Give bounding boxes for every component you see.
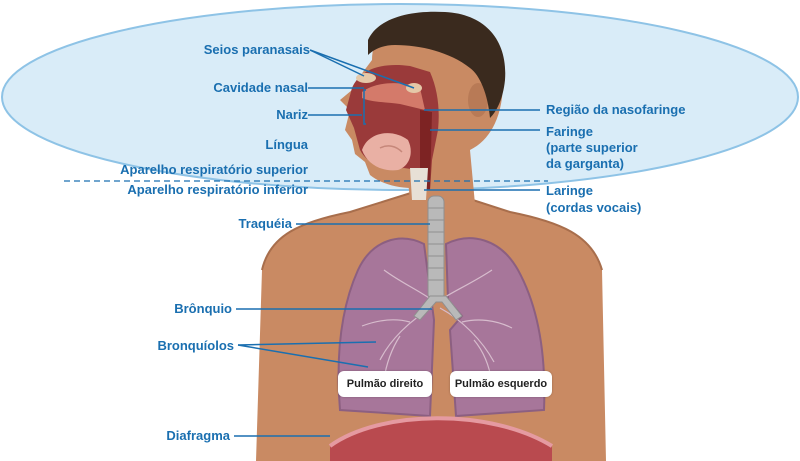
- label-faringe-detail-1: (parte superior: [546, 140, 638, 155]
- diaphragm: [330, 418, 552, 461]
- label-diafragma: Diafragma: [166, 428, 230, 443]
- label-bronquiolos: Bronquíolos: [157, 338, 234, 353]
- main-bronchi: [413, 295, 463, 321]
- label-cavidade-nasal: Cavidade nasal: [213, 80, 308, 95]
- tag-pulmao-direito: Pulmão direito: [338, 371, 432, 397]
- tag-pulmao-esquerdo: Pulmão esquerdo: [450, 371, 552, 397]
- label-bronquio: Brônquio: [174, 301, 232, 316]
- label-upper-tract: Aparelho respiratório superior: [120, 162, 308, 177]
- label-seios-paranasais: Seios paranasais: [203, 42, 310, 57]
- hair: [368, 11, 506, 118]
- label-faringe: Faringe: [546, 124, 593, 139]
- tongue: [362, 133, 411, 171]
- label-traqueia: Traquéia: [238, 216, 292, 231]
- label-nasofaringe: Região da nasofaringe: [546, 102, 686, 117]
- label-faringe-detail-2: da garganta): [546, 156, 625, 171]
- label-nariz: Nariz: [276, 107, 308, 122]
- label-laringe-detail: (cordas vocais): [546, 200, 642, 215]
- label-lingua: Língua: [265, 137, 308, 152]
- trachea: [427, 195, 445, 301]
- label-laringe: Laringe: [546, 183, 593, 198]
- label-lower-tract: Aparelho respiratório inferior: [127, 182, 308, 197]
